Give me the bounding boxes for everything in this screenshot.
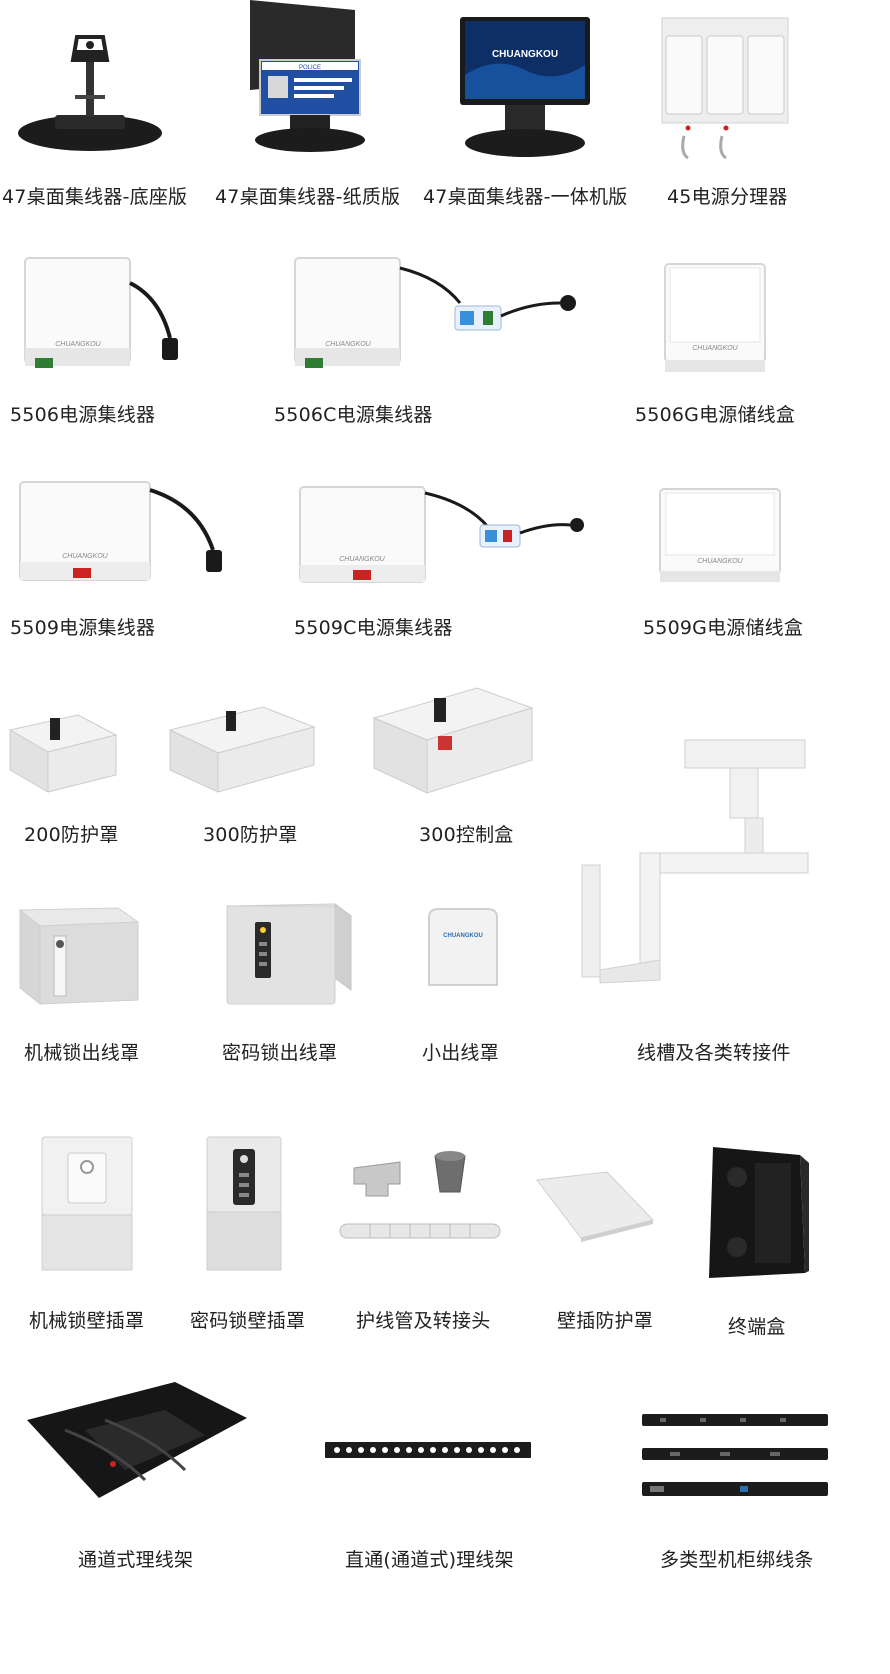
paper-sign-header: POLICE [299, 65, 321, 71]
product-label: 壁插防护罩 [557, 1310, 654, 1332]
power-hub-socket-icon: CHUANGKOU [298, 485, 588, 590]
product-label: 45电源分理器 [667, 186, 788, 208]
product-label: 47桌面集线器-纸质版 [215, 186, 401, 208]
product-label: 直通(通道式)理线架 [345, 1549, 514, 1571]
product-label: 47桌面集线器-底座版 [2, 186, 188, 208]
wall-plate-icon [535, 1168, 655, 1243]
device-logo-text: CHUANGKOU [339, 556, 385, 563]
monitor-allinone-icon: CHUANGKOU [455, 15, 595, 160]
monitor-paper-icon: POLICE [240, 0, 380, 160]
protective-cover-icon [8, 700, 118, 795]
product-label: 5506电源集线器 [10, 404, 156, 426]
power-splitter-icon [660, 17, 790, 163]
product-label: 终端盒 [728, 1316, 786, 1338]
product-label: 密码锁壁插罩 [190, 1310, 306, 1332]
product-label: 机械锁壁插罩 [29, 1310, 145, 1332]
straight-cable-rack-icon [325, 1440, 532, 1460]
device-logo-text: CHUANGKOU [55, 341, 101, 348]
cabinet-tie-bar-icon [640, 1410, 830, 1502]
device-logo-text: CHUANGKOU [443, 933, 483, 939]
product-label: 5506C电源集线器 [274, 404, 433, 426]
small-cover-icon: CHUANGKOU [425, 905, 500, 990]
device-logo-text: CHUANGKOU [325, 341, 371, 348]
cable-box-icon: CHUANGKOU [660, 262, 770, 374]
cable-trough-icon [580, 735, 810, 985]
product-label: 小出线罩 [422, 1042, 499, 1064]
protective-cover-icon [168, 695, 316, 795]
device-logo-text: CHUANGKOU [692, 345, 738, 352]
product-label: 5509G电源储线盒 [643, 617, 804, 639]
product-label: 5509C电源集线器 [294, 617, 453, 639]
product-label: 多类型机柜绑线条 [660, 1549, 814, 1571]
screen-logo-text: CHUANGKOU [492, 49, 558, 60]
power-hub-socket-icon: CHUANGKOU [290, 257, 580, 373]
channel-cable-rack-icon [25, 1380, 250, 1502]
conduit-adapter-icon [339, 1148, 505, 1248]
product-label: 5509电源集线器 [10, 617, 156, 639]
device-logo-text: CHUANGKOU [62, 553, 108, 560]
product-label: 密码锁出线罩 [222, 1042, 338, 1064]
mechanical-lock-cover-icon [18, 900, 140, 1006]
product-label: 200防护罩 [24, 824, 119, 846]
product-label: 5506G电源储线盒 [635, 404, 796, 426]
product-label: 线槽及各类转接件 [637, 1042, 791, 1064]
product-label: 300防护罩 [203, 824, 298, 846]
power-hub-icon: CHUANGKOU [20, 257, 195, 373]
device-logo-text: CHUANGKOU [697, 558, 743, 565]
product-label: 300控制盒 [419, 824, 514, 846]
code-lock-wall-icon [205, 1135, 283, 1275]
product-label: 47桌面集线器-一体机版 [423, 186, 628, 208]
power-hub-icon: CHUANGKOU [18, 480, 243, 590]
terminal-box-icon [705, 1143, 810, 1283]
code-lock-cover-icon [225, 898, 353, 1006]
cable-box-icon: CHUANGKOU [658, 487, 783, 584]
product-label: 护线管及转接头 [356, 1310, 491, 1332]
product-label: 通道式理线架 [78, 1549, 194, 1571]
monitor-stand-icon [15, 25, 165, 155]
product-label: 机械锁出线罩 [24, 1042, 140, 1064]
control-box-icon [372, 678, 534, 796]
mechanical-lock-wall-icon [40, 1135, 135, 1275]
